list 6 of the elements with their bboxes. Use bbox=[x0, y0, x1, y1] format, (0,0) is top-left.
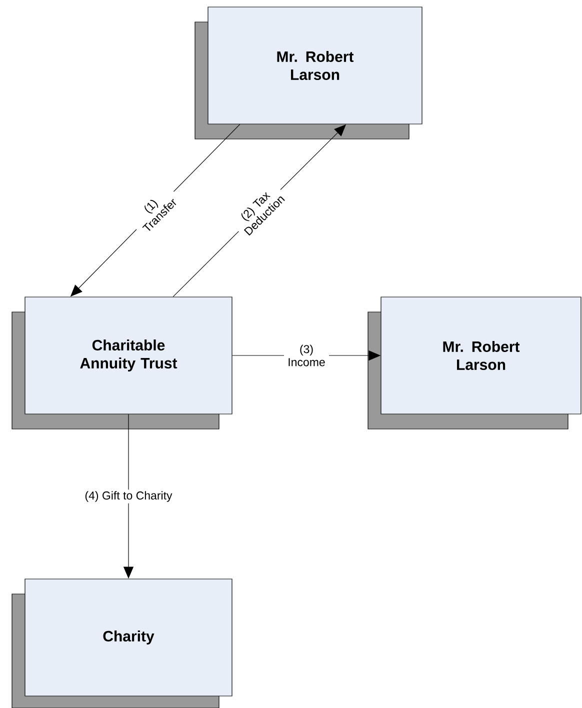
edge-label: (4) Gift to Charity bbox=[83, 490, 174, 504]
process-box: Charity bbox=[12, 578, 232, 708]
process-box: Mr. Robert Larson bbox=[194, 6, 422, 140]
edge-label: (3) Income bbox=[284, 343, 329, 368]
process-box: Mr. Robert Larson bbox=[368, 296, 582, 430]
process-box: Charitable Annuity Trust bbox=[12, 296, 232, 430]
